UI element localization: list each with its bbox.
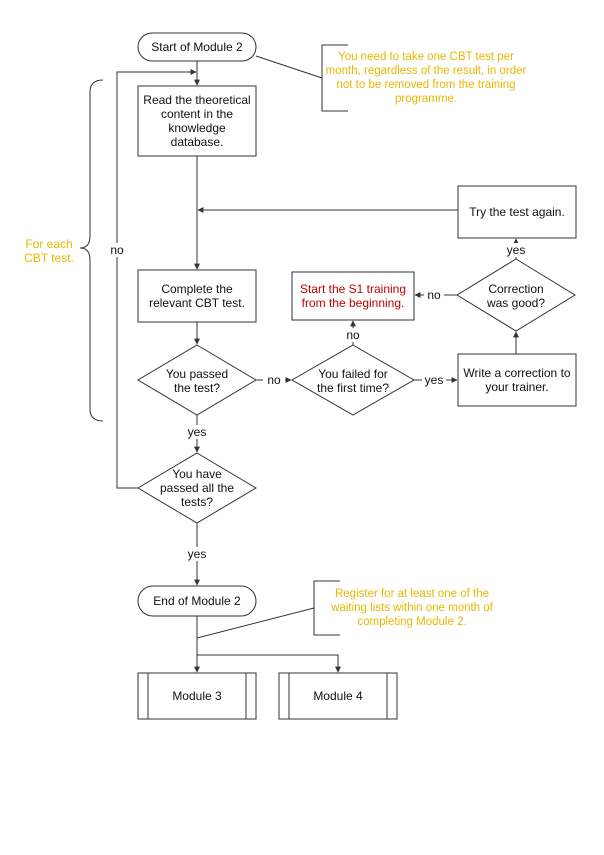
all-yes-label: yes [184,547,210,561]
write-correction-label: Write a correction to your trainer. [463,366,571,394]
restart-training-box [291,271,415,321]
start-label: Start of Module 2 [151,40,243,54]
brace-label: For each CBT test. [24,237,74,265]
write-correction-box [457,353,577,407]
loop-no-label: no [104,243,130,257]
passed-label: You passed the test? [165,367,229,395]
failed-yes-label: yes [422,373,446,387]
correction-no-label: no [424,288,444,302]
try-again-label: Try the test again. [469,205,565,219]
module4-label: Module 4 [313,689,363,703]
note-top-text: You need to take one CBT test per month,… [325,51,527,105]
failed-first-label: You failed for the first time? [316,367,390,395]
note-bottom-connector [196,607,315,639]
arrow-loop-no [116,69,197,489]
failed-no-label: no [342,328,364,342]
restart-label: Start the S1 training from the beginning… [299,282,407,310]
correction-good-diamond [456,258,576,332]
end-label: End of Module 2 [153,594,241,608]
note-top-connector [255,55,323,79]
passed-no-label: no [263,373,285,387]
module3-box [137,672,257,720]
failed-first-diamond [290,344,416,416]
arrow-end-module4 [197,654,341,673]
module4-box [278,672,398,720]
read-label: Read the theoretical content in the know… [143,93,251,149]
complete-test-box [137,269,257,323]
correction-good-label: Correction was good? [486,282,546,310]
note-bottom-text: Register for at least one of the waiting… [331,588,493,628]
cbt-brace [79,79,104,422]
complete-label: Complete the relevant CBT test. [149,282,245,310]
try-again-box [457,185,577,239]
correction-yes-label: yes [503,243,529,257]
module3-label: Module 3 [172,689,222,703]
passed-all-label: You have passed all the tests? [159,467,235,509]
passed-yes-label: yes [184,425,210,439]
